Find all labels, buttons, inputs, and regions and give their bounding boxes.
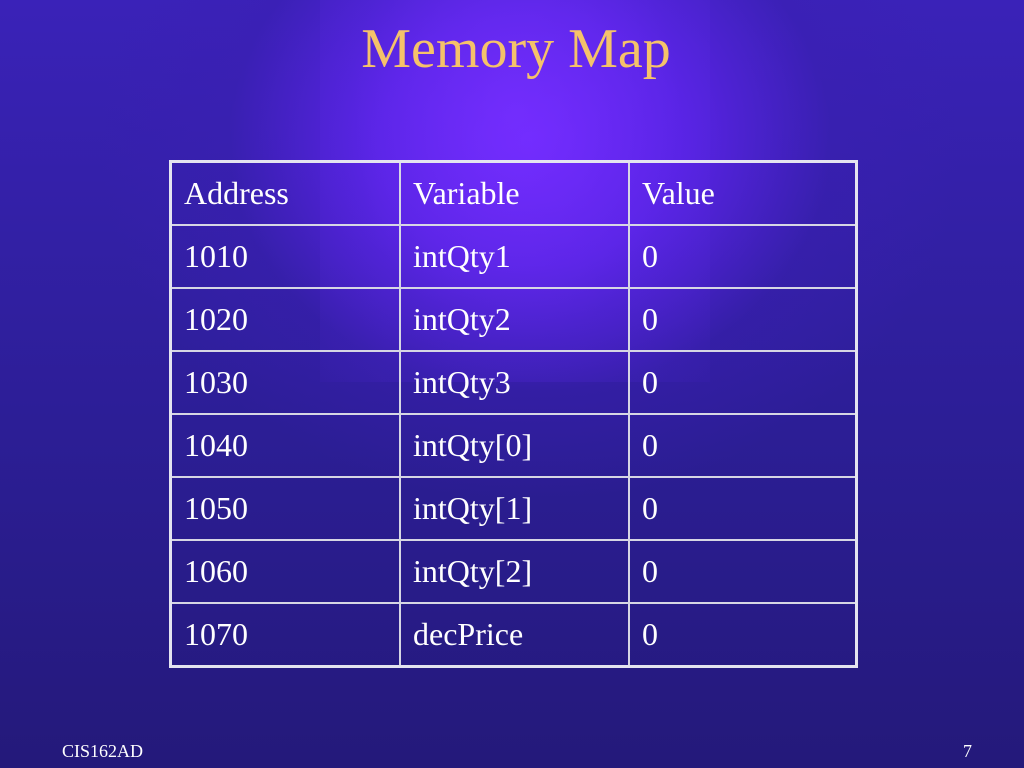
cell-address: 1030 [169, 350, 401, 415]
table-row: 1060 intQty[2] 0 [169, 539, 858, 604]
cell-address: 1040 [169, 413, 401, 478]
cell-variable: intQty[2] [399, 539, 630, 604]
cell-variable: intQty3 [399, 350, 630, 415]
header-value: Value [628, 160, 858, 226]
cell-value: 0 [628, 476, 858, 541]
table-row: 1010 intQty1 0 [169, 224, 858, 289]
cell-variable: intQty2 [399, 287, 630, 352]
table-row: 1050 intQty[1] 0 [169, 476, 858, 541]
memory-map-table: Address Variable Value 1010 intQty1 0 10… [169, 160, 858, 668]
table-row: 1020 intQty2 0 [169, 287, 858, 352]
cell-address: 1050 [169, 476, 401, 541]
header-variable: Variable [399, 160, 630, 226]
slide-title: Memory Map [361, 18, 671, 80]
cell-value: 0 [628, 602, 858, 668]
cell-variable: decPrice [399, 602, 630, 668]
table-row: 1040 intQty[0] 0 [169, 413, 858, 478]
cell-value: 0 [628, 539, 858, 604]
cell-value: 0 [628, 287, 858, 352]
cell-value: 0 [628, 413, 858, 478]
cell-address: 1060 [169, 539, 401, 604]
header-address: Address [169, 160, 401, 226]
footer-course-code: CIS162AD [62, 741, 144, 761]
cell-address: 1010 [169, 224, 401, 289]
cell-value: 0 [628, 350, 858, 415]
table-row: 1030 intQty3 0 [169, 350, 858, 415]
cell-address: 1020 [169, 287, 401, 352]
slide-number: 7 [963, 741, 972, 761]
table-header-row: Address Variable Value [169, 160, 858, 226]
cell-address: 1070 [169, 602, 401, 668]
cell-value: 0 [628, 224, 858, 289]
cell-variable: intQty[1] [399, 476, 630, 541]
cell-variable: intQty[0] [399, 413, 630, 478]
table-row: 1070 decPrice 0 [169, 602, 858, 668]
cell-variable: intQty1 [399, 224, 630, 289]
